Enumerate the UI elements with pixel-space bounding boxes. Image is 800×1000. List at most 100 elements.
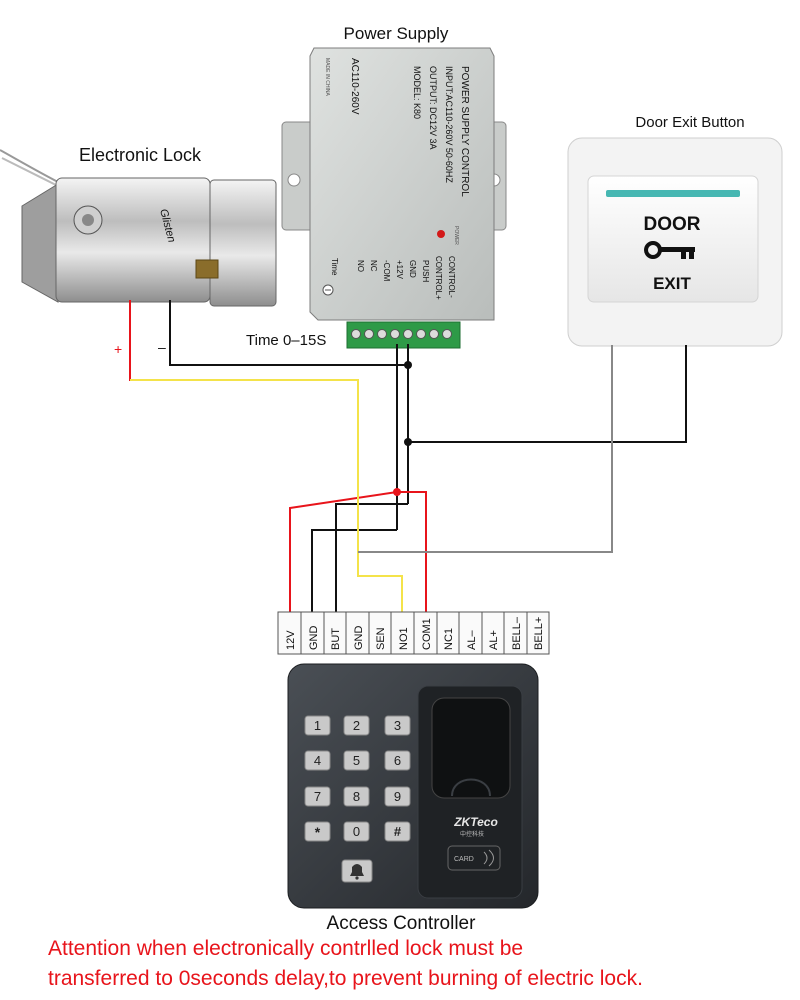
psu-side-text: AC110-260V MADE IN CHINA: [324, 58, 360, 115]
svg-text:NO1: NO1: [398, 627, 410, 650]
door-exit-button-label: Door Exit Button: [635, 114, 744, 131]
svg-text:2: 2: [353, 718, 360, 733]
wire-gnd: [311, 529, 397, 612]
wiring: [129, 306, 687, 612]
lock-cable: [0, 149, 63, 185]
psu-terminal-screws: [351, 329, 452, 339]
power-led-icon: [437, 230, 445, 238]
svg-text:AL+: AL+: [488, 630, 500, 650]
svg-text:5: 5: [353, 753, 360, 768]
attention-warning: Attention when electronically contrlled …: [48, 934, 798, 994]
svg-text:AL–: AL–: [466, 630, 478, 650]
wire-exit-button-black: [408, 345, 687, 443]
wire-no1: [130, 379, 403, 612]
svg-text:BUT: BUT: [330, 628, 342, 650]
key-button[interactable]: 8: [343, 786, 370, 807]
lock-side-plate: [21, 183, 59, 303]
card-reader-label: CARD: [454, 856, 474, 863]
wire-junction: [404, 438, 412, 446]
svg-text:-COM: -COM: [382, 260, 391, 282]
exit-button-door-text: DOOR: [644, 214, 701, 235]
lock-latch: [209, 179, 277, 307]
svg-text:CONTROL+: CONTROL+: [434, 256, 443, 300]
terminal-labels: 12V GND BUT GND SEN NO1 COM1 NC1 AL– AL+…: [285, 616, 545, 650]
controller-terminal-strip: 12V GND BUT GND SEN NO1 COM1 NC1 AL– AL+…: [277, 611, 550, 655]
svg-text:1: 1: [314, 718, 321, 733]
svg-text:BELL+: BELL+: [533, 617, 545, 650]
key-button[interactable]: 9: [384, 786, 411, 807]
svg-text:OUTPUT: DC12V 3A: OUTPUT: DC12V 3A: [428, 66, 438, 150]
svg-text:12V: 12V: [285, 630, 297, 650]
key-button[interactable]: 1: [304, 715, 331, 736]
exit-button-exit-text: EXIT: [653, 274, 691, 293]
power-supply-label: Power Supply: [344, 24, 449, 43]
svg-text:POWER SUPPLY CONTROL: POWER SUPPLY CONTROL: [459, 66, 470, 197]
psu-terminal-labels: NO NC -COM +12V GND PUSH CONTROL+ CONTRO…: [356, 256, 456, 300]
electronic-lock-label: Electronic Lock: [79, 145, 202, 165]
fingerprint-sensor[interactable]: [431, 697, 511, 799]
key-button[interactable]: 2: [343, 715, 370, 736]
wire-lock-negative: [169, 306, 408, 366]
svg-text:NO: NO: [356, 260, 365, 272]
key-button[interactable]: *: [304, 821, 331, 842]
svg-text:9: 9: [394, 789, 401, 804]
card-reader-area: [447, 845, 501, 871]
power-led-label: POWER: [453, 226, 459, 245]
key-icon: [644, 241, 695, 259]
svg-text:NC: NC: [369, 260, 378, 272]
wire-exit-button-grey: [358, 345, 613, 553]
access-controller: ZKTeco 中控科技 CARD 1 2 3 4 5 6 7 8 9 * 0 #: [287, 663, 539, 909]
time-range-label: Time 0–15S: [246, 332, 326, 349]
svg-text:+12V: +12V: [395, 260, 404, 280]
plus-sign-label: +: [114, 341, 122, 357]
key-button[interactable]: 7: [304, 786, 331, 807]
svg-text:INPUT:AC110-260V 50-60HZ: INPUT:AC110-260V 50-60HZ: [444, 66, 454, 183]
psu-label-text: POWER SUPPLY CONTROL INPUT:AC110-260V 50…: [412, 66, 470, 197]
svg-text:CONTROL-: CONTROL-: [447, 256, 456, 298]
svg-text:GND: GND: [308, 626, 320, 651]
svg-text:MODEL: K80: MODEL: K80: [412, 66, 422, 119]
svg-text:BELL–: BELL–: [511, 616, 523, 650]
svg-text:COM1: COM1: [421, 618, 433, 650]
key-button[interactable]: 5: [343, 750, 370, 771]
minus-sign-label: –: [158, 339, 166, 355]
doorbell-button[interactable]: [341, 859, 373, 883]
svg-text:MADE IN CHINA: MADE IN CHINA: [324, 58, 330, 96]
svg-text:GND: GND: [408, 260, 417, 278]
electronic-lock: Glisten: [0, 149, 277, 307]
svg-text:6: 6: [394, 753, 401, 768]
svg-text:GND: GND: [353, 626, 365, 651]
attention-line-2: transferred to 0seconds delay,to prevent…: [48, 967, 643, 990]
controller-brand-sub: 中控科技: [460, 830, 484, 838]
key-button[interactable]: 0: [343, 821, 370, 842]
lock-bolt: [195, 259, 219, 279]
wire-but: [335, 503, 408, 612]
key-button[interactable]: 4: [304, 750, 331, 771]
wire-junction: [393, 488, 401, 496]
svg-text:3: 3: [394, 718, 401, 733]
access-controller-label: Access Controller: [327, 913, 477, 934]
controller-brand: ZKTeco: [453, 815, 498, 829]
contactless-icon: [483, 849, 494, 867]
svg-text:4: 4: [314, 753, 321, 768]
exit-indicator-bar: [606, 190, 740, 197]
svg-text:7: 7: [314, 789, 321, 804]
fingerprint-icon: [451, 778, 491, 797]
svg-text:NC1: NC1: [443, 628, 455, 650]
exit-button-face[interactable]: [587, 175, 759, 303]
wire-12v: [289, 491, 398, 612]
lock-body: [55, 177, 211, 303]
key-button[interactable]: #: [384, 821, 411, 842]
wire-junction: [404, 361, 412, 369]
key-button[interactable]: 3: [384, 715, 411, 736]
time-knob-label: Time: [330, 258, 339, 276]
svg-text:SEN: SEN: [375, 627, 387, 650]
psu-body: [309, 47, 495, 321]
power-supply-unit: POWER SUPPLY CONTROL INPUT:AC110-260V 50…: [281, 47, 507, 349]
svg-text:#: #: [394, 824, 402, 839]
svg-text:AC110-260V: AC110-260V: [349, 58, 360, 115]
key-button[interactable]: 6: [384, 750, 411, 771]
psu-mount-hole: [287, 173, 301, 187]
attention-line-1: Attention when electronically contrlled …: [48, 937, 524, 960]
